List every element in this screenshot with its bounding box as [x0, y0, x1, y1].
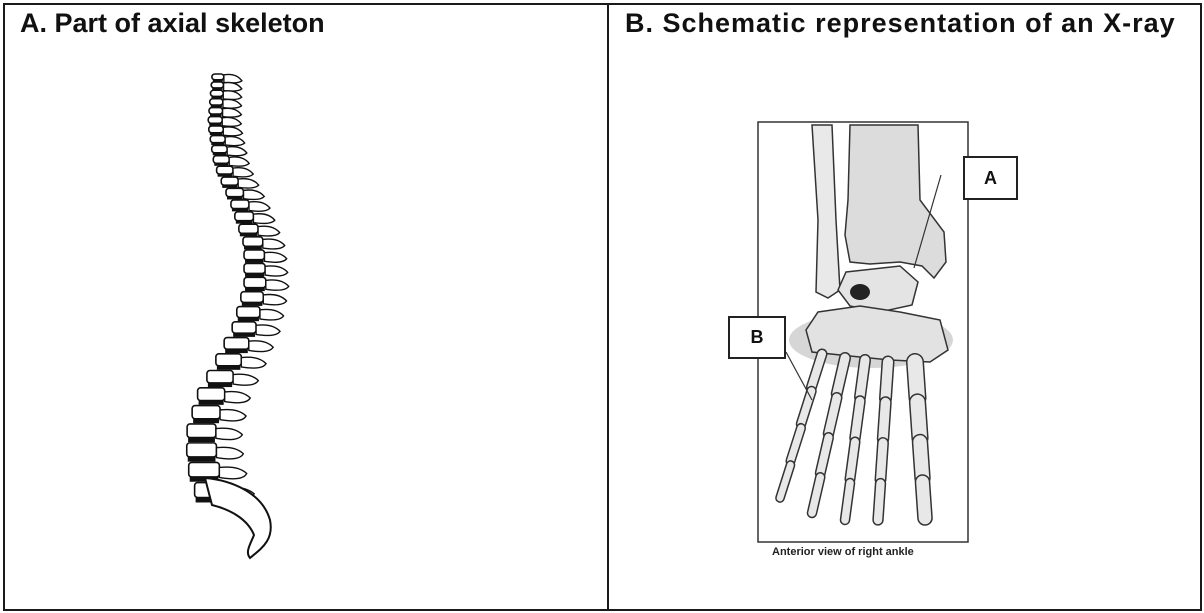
phalanx-bone — [850, 442, 855, 479]
phalanx-bone — [915, 362, 918, 398]
xray-caption: Anterior view of right ankle — [772, 546, 914, 558]
phalanx-bone — [920, 442, 923, 478]
phalanx-bone — [845, 483, 850, 520]
phalanx-bone — [881, 443, 884, 480]
joint-shadow — [850, 284, 870, 300]
phalanx-bone — [923, 482, 926, 518]
phalanx-bone — [878, 484, 881, 521]
talus-bone — [838, 266, 918, 312]
phalanx-bone — [855, 401, 860, 438]
phalanx-bone — [918, 402, 921, 438]
phalanx-bone — [860, 360, 865, 397]
phalanx-bone — [886, 362, 889, 399]
phalanx-bone — [883, 403, 886, 440]
label-box-b: B — [728, 316, 786, 359]
label-box-a: A — [963, 156, 1018, 200]
